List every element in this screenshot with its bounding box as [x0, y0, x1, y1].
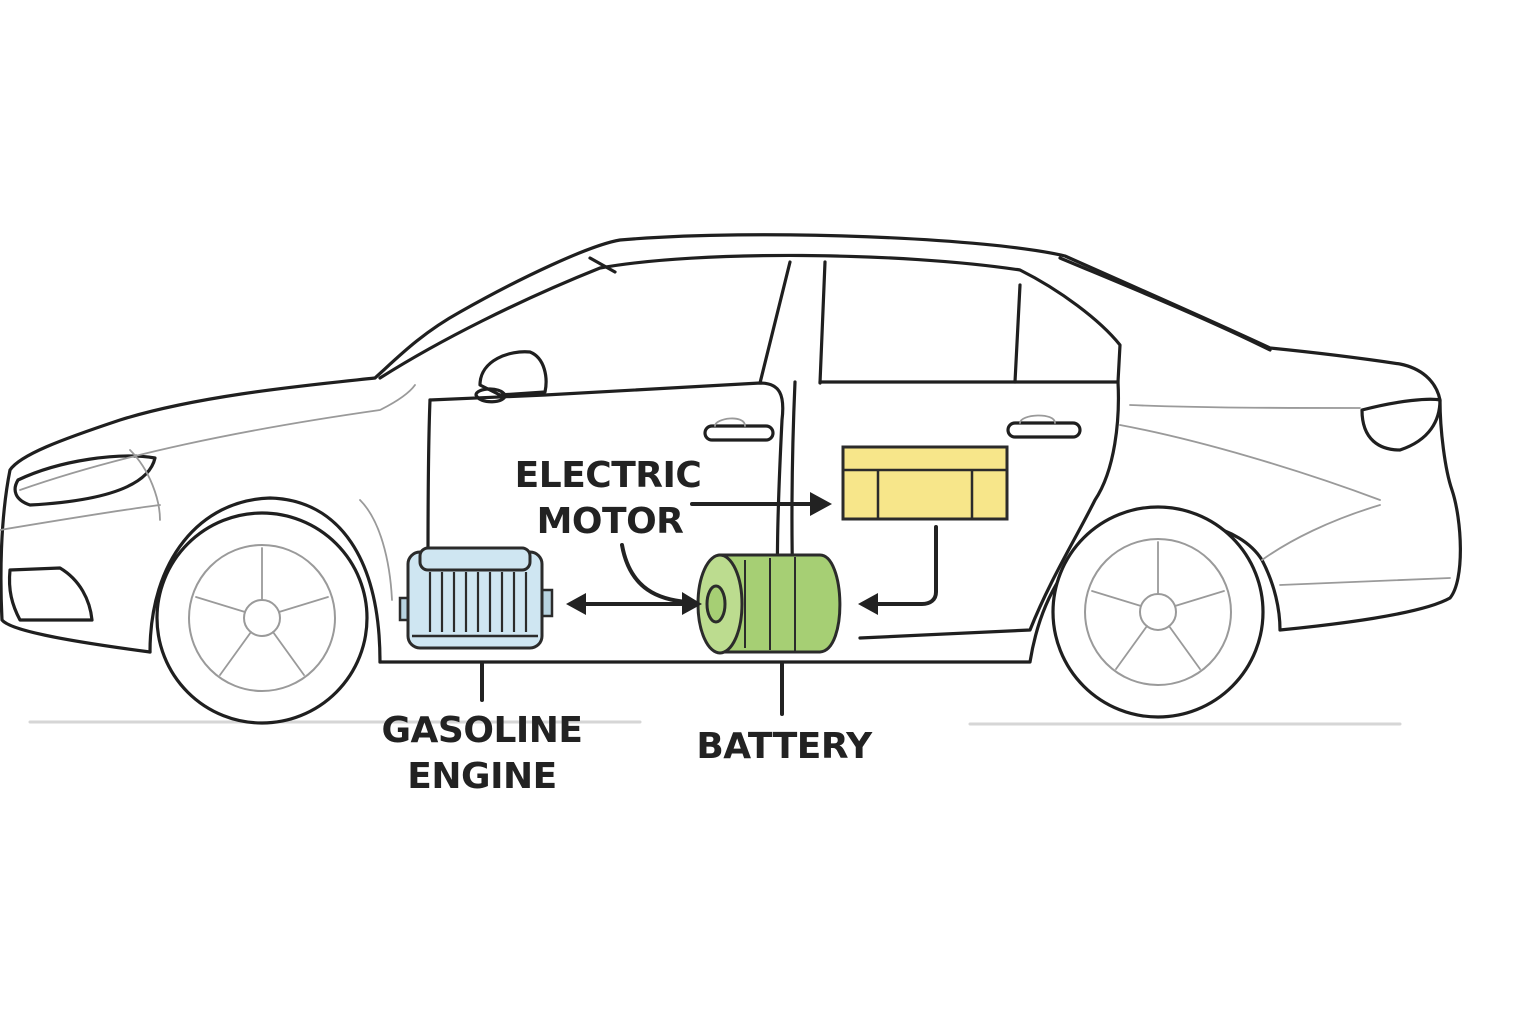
electric-motor-component — [696, 553, 842, 655]
label-to-motor-arrow — [620, 543, 690, 604]
gasoline-engine-label-line2: ENGINE — [407, 756, 556, 797]
electric-motor-label-line2: MOTOR — [537, 501, 684, 542]
battery-label: BATTERY — [696, 726, 873, 767]
front-wheel — [155, 511, 369, 725]
electric-motor-label-line1: ELECTRIC — [515, 455, 702, 496]
battery-pack-component — [841, 445, 1009, 521]
rear-wheel — [1051, 505, 1265, 719]
pack-to-motor-arrow — [872, 525, 938, 606]
labels: ELECTRIC MOTOR GASOLINE ENGINE BATTERY — [382, 455, 874, 797]
gasoline-engine-component — [398, 546, 554, 650]
flow-arrows — [480, 492, 938, 716]
ground-shadow — [28, 720, 1402, 726]
gasoline-engine-label-line1: GASOLINE — [382, 710, 583, 751]
